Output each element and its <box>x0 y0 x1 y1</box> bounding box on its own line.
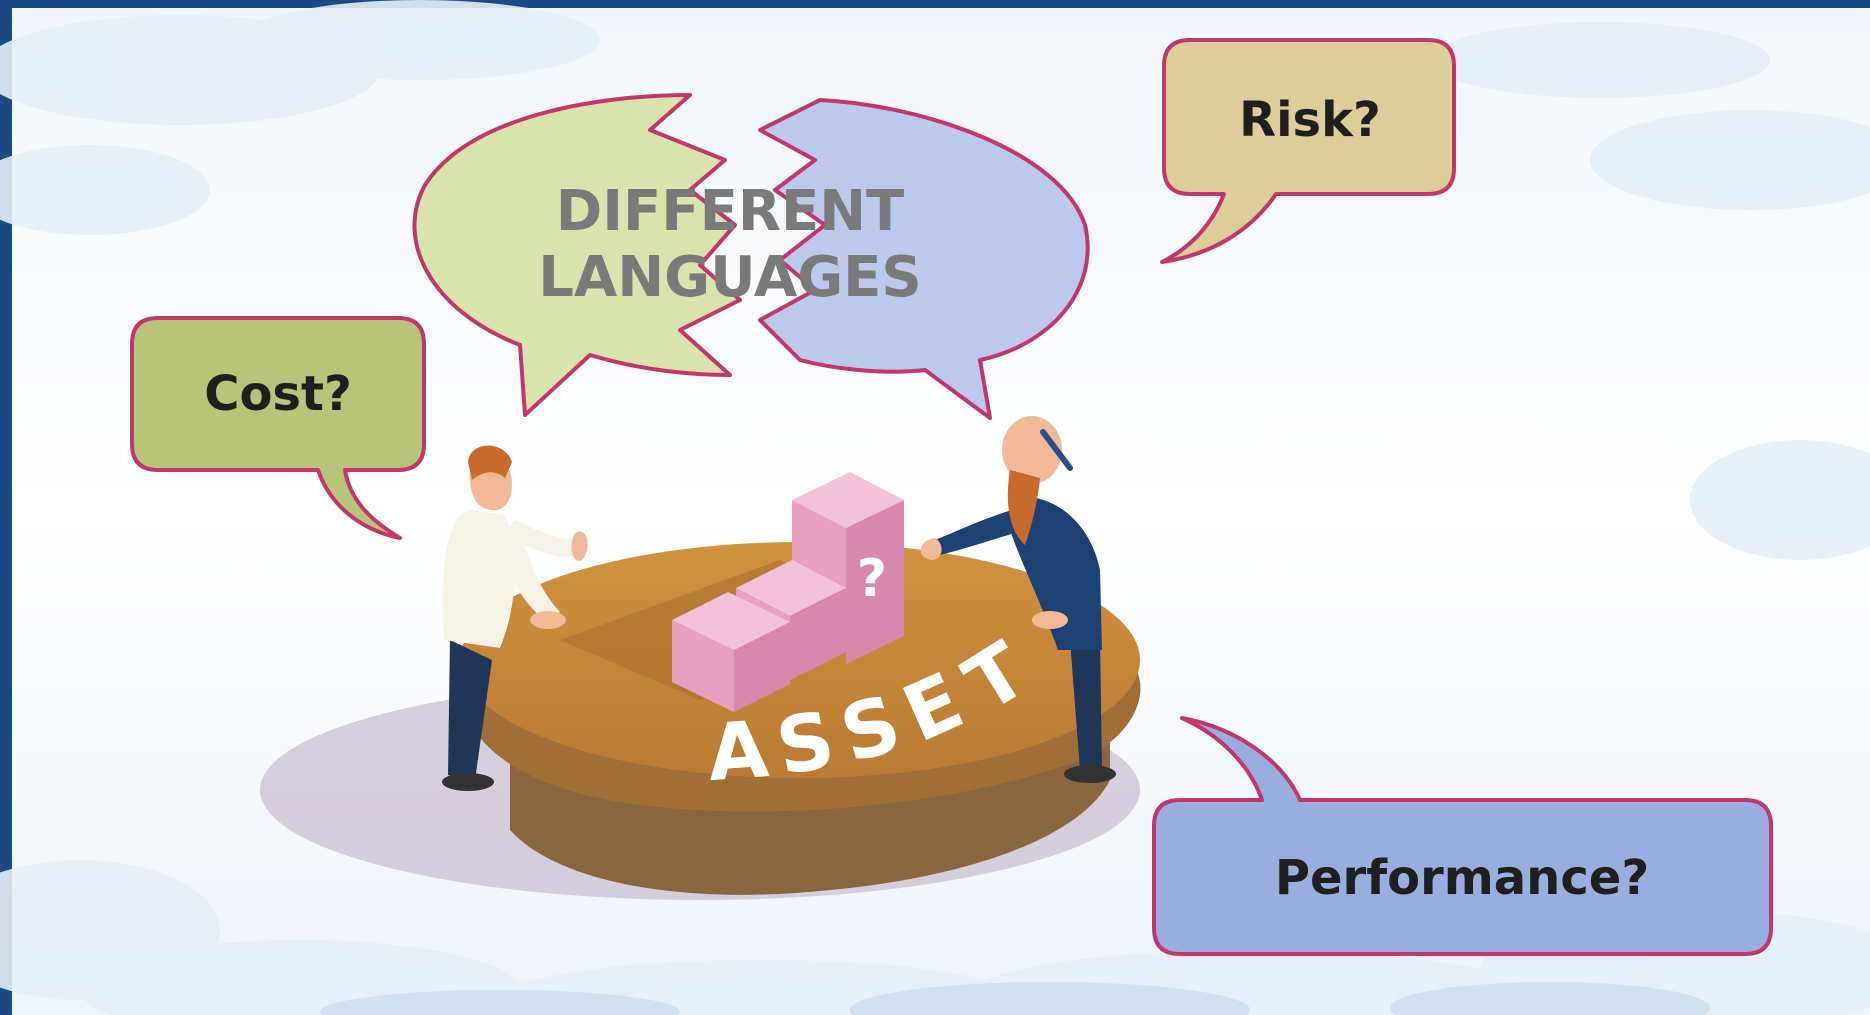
risk-label: Risk? <box>1239 92 1381 148</box>
risk-bubble: Risk? <box>1160 38 1456 264</box>
asset-letter-a: A <box>705 705 772 799</box>
cost-label: Cost? <box>204 366 352 422</box>
performance-label: Performance? <box>1275 850 1649 906</box>
asset-blocks: ? <box>672 472 904 712</box>
block-question-mark: ? <box>857 549 887 609</box>
title-text-group: DIFFERENT LANGUAGES <box>538 179 922 310</box>
right-speech-cloud <box>758 98 1090 420</box>
title-line-2: LANGUAGES <box>538 245 922 310</box>
left-speech-cloud <box>412 93 742 417</box>
cost-bubble: Cost? <box>130 316 426 540</box>
title-line-1: DIFFERENT <box>556 179 905 244</box>
right-person <box>920 416 1116 783</box>
performance-bubble: Performance? <box>1152 716 1773 956</box>
left-person <box>442 445 588 791</box>
cloud-decoration-blue <box>320 982 1710 1015</box>
